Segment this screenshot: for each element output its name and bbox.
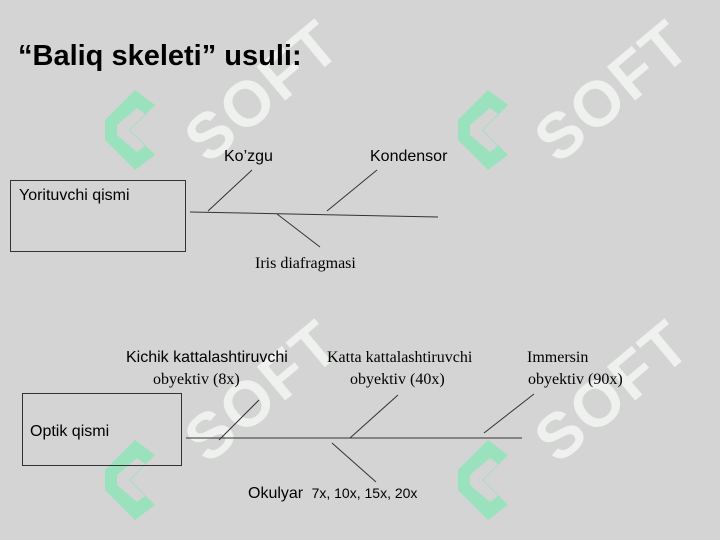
bone-okulyar bbox=[331, 442, 377, 483]
bone-kozgu bbox=[207, 169, 253, 212]
bone-label-kichik-line1: Kichik kattalashtiruvchi bbox=[126, 349, 288, 366]
bone-label-kichik-line2: obyektiv (8x) bbox=[153, 371, 240, 388]
bone-label-immersin-line2: obyektiv (90x) bbox=[528, 371, 623, 388]
watermark-logo bbox=[95, 430, 165, 530]
head-box: Yorituvchi qismi bbox=[10, 180, 186, 252]
page-title: “Baliq skeleti” usuli: bbox=[18, 40, 302, 72]
okulyar-values: 7x, 10x, 15x, 20x bbox=[311, 485, 418, 501]
bone-label-katta-line2: obyektiv (40x) bbox=[350, 371, 445, 388]
bone-iris bbox=[276, 213, 321, 248]
head-label: Optik qismi bbox=[30, 423, 110, 440]
okulyar-text: Okulyar bbox=[248, 485, 304, 502]
head-box: Optik qismi bbox=[22, 393, 182, 466]
watermark-logo bbox=[95, 80, 165, 180]
bone-kondensor bbox=[326, 169, 378, 212]
bone-immersin bbox=[483, 393, 535, 434]
spine-line bbox=[189, 211, 439, 218]
bone-katta bbox=[349, 394, 399, 439]
watermark-logo bbox=[448, 80, 518, 180]
bone-label-katta-line1: Katta kattalashtiruvchi bbox=[327, 349, 473, 366]
watermark-logo bbox=[448, 430, 518, 530]
bone-kichik bbox=[218, 399, 260, 441]
bone-label-kozgu: Ko’zgu bbox=[224, 148, 273, 165]
bone-label-iris: Iris diafragmasi bbox=[255, 255, 356, 272]
bone-label-okulyar: Okulyar 7x, 10x, 15x, 20x bbox=[248, 485, 417, 503]
bone-label-kondensor: Kondensor bbox=[370, 148, 448, 165]
head-label: Yorituvchi qismi bbox=[19, 187, 130, 204]
bone-label-immersin-line1: Immersin bbox=[527, 349, 589, 366]
